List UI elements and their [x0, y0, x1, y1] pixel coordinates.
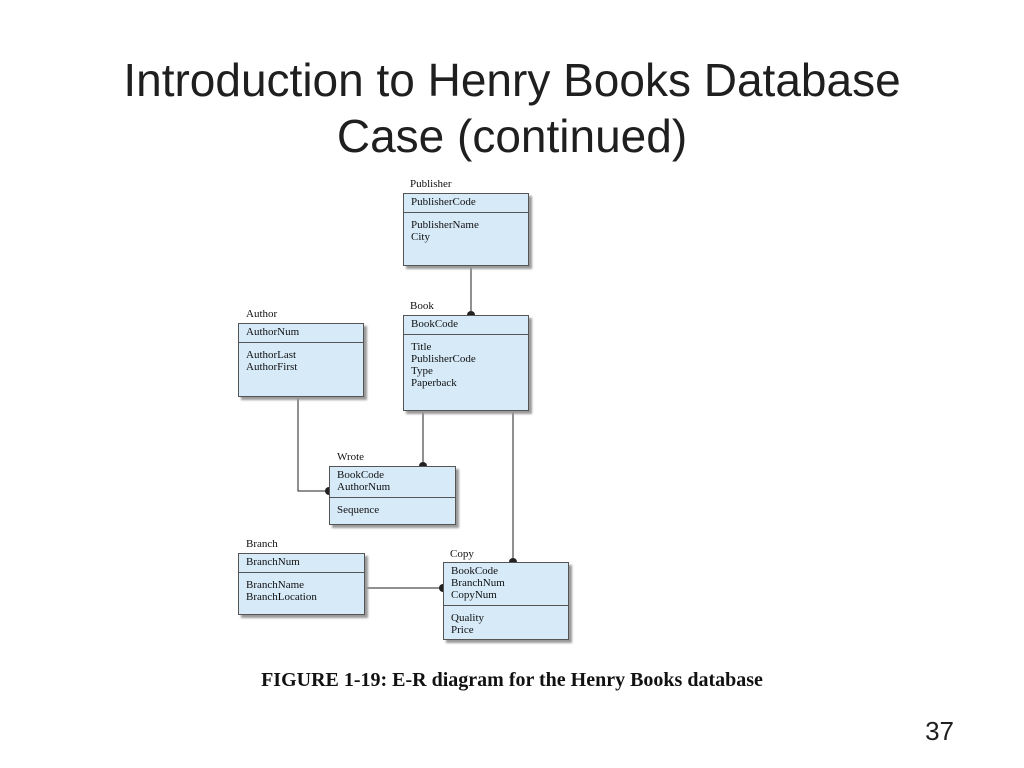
entity-author-keys: AuthorNum [239, 324, 363, 343]
entity-author-label: Author [246, 308, 278, 320]
entity-copy-label: Copy [450, 548, 474, 560]
field: CopyNum [451, 589, 497, 601]
field: BranchNum [451, 577, 505, 589]
entity-wrote: BookCode AuthorNum Sequence [329, 466, 456, 525]
entity-branch-label: Branch [246, 538, 278, 550]
field: AuthorNum [246, 326, 300, 338]
slide-number: 37 [925, 716, 954, 746]
entity-copy-attrs: Quality Price [444, 606, 568, 638]
field: City [411, 231, 430, 243]
entity-publisher: PublisherCode PublisherName City [403, 193, 529, 266]
entity-branch-keys: BranchNum [239, 554, 364, 573]
entity-wrote-label: Wrote [337, 451, 365, 463]
entity-copy: BookCode BranchNum CopyNum Quality Price [443, 562, 569, 640]
entity-book: BookCode Title PublisherCode Type Paperb… [403, 315, 529, 411]
entity-wrote-attrs: Sequence [330, 498, 455, 518]
field: Sequence [337, 504, 380, 516]
field: BookCode [337, 469, 385, 481]
field: AuthorFirst [246, 361, 298, 373]
entity-author: AuthorNum AuthorLast AuthorFirst [238, 323, 364, 397]
field: BranchLocation [246, 591, 317, 603]
field: PublisherName [411, 219, 479, 231]
entity-publisher-attrs: PublisherName City [404, 213, 528, 245]
field: BookCode [411, 318, 459, 330]
slide-title-line-1: Introduction to Henry Books Database [123, 54, 901, 106]
field: BookCode [451, 565, 499, 577]
slide-title-line-2: Case (continued) [336, 110, 688, 162]
entity-wrote-keys: BookCode AuthorNum [330, 467, 455, 498]
entity-publisher-label: Publisher [410, 178, 452, 190]
field: BranchNum [246, 556, 300, 568]
field: Type [411, 365, 433, 377]
slide-title: Introduction to Henry Books Database Cas… [0, 52, 1024, 164]
entity-author-attrs: AuthorLast AuthorFirst [239, 343, 363, 375]
field: Price [451, 624, 474, 636]
field: BranchName [246, 579, 305, 591]
field: Quality [451, 612, 484, 624]
entity-branch-attrs: BranchName BranchLocation [239, 573, 364, 605]
entity-book-attrs: Title PublisherCode Type Paperback [404, 335, 528, 391]
field: PublisherCode [411, 196, 476, 208]
entity-publisher-keys: PublisherCode [404, 194, 528, 213]
field: AuthorLast [246, 349, 297, 361]
entity-copy-keys: BookCode BranchNum CopyNum [444, 563, 568, 606]
figure-caption: FIGURE 1-19: E-R diagram for the Henry B… [261, 669, 763, 691]
rel-author-wrote [297, 397, 329, 492]
entity-book-label: Book [410, 300, 434, 312]
field: Title [411, 341, 432, 353]
field: PublisherCode [411, 353, 476, 365]
field: AuthorNum [337, 481, 391, 493]
entity-branch: BranchNum BranchName BranchLocation [238, 553, 365, 615]
entity-book-keys: BookCode [404, 316, 528, 335]
field: Paperback [411, 377, 457, 389]
